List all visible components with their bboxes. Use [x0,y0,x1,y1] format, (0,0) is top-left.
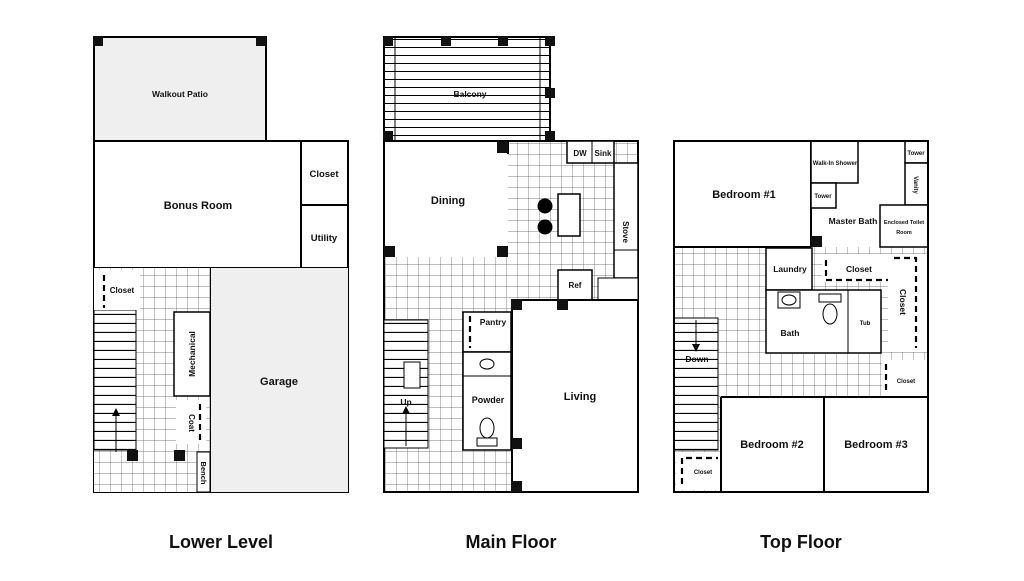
garage [210,268,348,492]
bedroom-3 [824,397,927,491]
enclosed-toilet-room [879,204,929,248]
label-living: Living [564,391,596,403]
label-closet-lower: Closet [309,169,339,180]
label-up: Up [400,397,411,407]
label-walkout-patio: Walkout Patio [152,89,208,99]
bedroom-2 [721,397,824,491]
label-closet-small-top: Closet [897,379,915,385]
label-vanity: Vanity [912,176,918,194]
label-closet-small-lower: Closet [110,286,135,295]
top-floor-outline [673,140,929,493]
label-enclosed-toilet-room: Room [896,230,912,236]
dining-room [385,142,508,257]
mechanical-room [173,311,211,397]
label-walk-in-shower: Walk-In Shower [813,161,858,167]
label-bedroom-2: Bedroom #2 [740,439,804,451]
label-sink: Sink [595,149,612,158]
top-floor-plan: Bedroom #1 Walk-In Shower Tower Tower Va… [673,140,929,493]
lower-level-plan: Walkout Patio Bonus Room Closet Utility … [93,36,349,493]
label-laundry: Laundry [773,264,807,274]
label-closet-hall: Closet [846,264,872,274]
title-main-floor: Main Floor [465,532,557,552]
label-utility: Utility [311,233,338,244]
living-room [512,300,637,491]
label-bedroom-3: Bedroom #3 [844,439,908,451]
main-floor-plan: Balcony Dining DW Sink Stove Ref Pantry … [383,36,639,493]
label-down: Down [685,354,708,364]
label-enclosed-toilet: Enclosed Toilet [884,220,924,226]
label-master-bath: Master Bath [829,216,878,226]
label-tower-b: Tower [907,151,925,157]
lower-stairs [94,310,136,450]
label-tub: Tub [860,321,871,327]
label-garage: Garage [260,376,298,388]
label-bath: Bath [781,328,800,338]
label-stove: Stove [621,221,630,243]
label-dw: DW [573,149,587,158]
label-bedroom-1: Bedroom #1 [712,189,776,201]
label-pantry: Pantry [480,317,507,327]
label-closet-side: Closet [898,289,908,315]
label-powder: Powder [472,395,505,405]
label-coat: Coat [187,414,196,432]
label-balcony: Balcony [453,89,486,99]
bedroom-1 [675,142,811,247]
label-tower-a: Tower [814,194,832,200]
label-mechanical: Mechanical [187,331,197,377]
balcony [384,37,550,141]
label-bench: Bench [199,462,208,485]
label-dining: Dining [431,195,465,207]
label-bonus-room: Bonus Room [164,200,233,212]
label-ref: Ref [569,281,582,290]
title-lower-level: Lower Level [168,532,274,552]
kitchen-island [557,193,581,237]
label-closet-bedroom-2: Closet [694,470,712,476]
title-top-floor: Top Floor [760,532,842,552]
walkout-patio [94,37,266,141]
